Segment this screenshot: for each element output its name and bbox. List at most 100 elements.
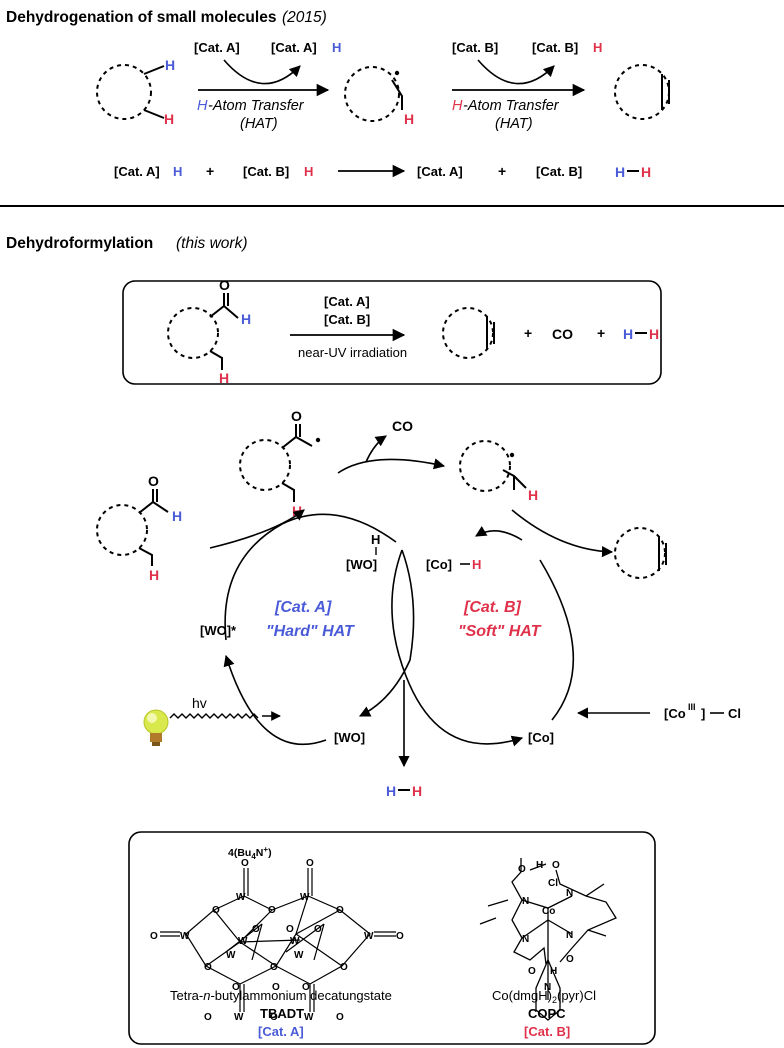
- svg-text:Cl: Cl: [548, 878, 558, 889]
- svg-text:W: W: [300, 892, 310, 903]
- svg-text:W: W: [234, 1012, 244, 1023]
- hat1-prefix: H: [197, 98, 208, 114]
- svg-text:O: O: [232, 982, 240, 993]
- box-h-red: H: [219, 370, 229, 386]
- eq-cat-a: [Cat. A]: [417, 164, 463, 179]
- counterion: 4(Bu4N+): [228, 845, 272, 861]
- cobaloxime-structure: [479, 858, 617, 1021]
- wo-top: [WO]: [346, 557, 377, 572]
- svg-text:W: W: [294, 950, 304, 961]
- box-cat-b: [Cat. B]: [324, 312, 370, 327]
- svg-text:N: N: [566, 888, 573, 899]
- left-cycle-right-arc: [358, 549, 415, 717]
- section2-title: Dehydroformylation: [6, 235, 153, 252]
- cycle-h2-h2: H: [412, 783, 422, 799]
- curved-arrow-2: [477, 59, 555, 85]
- cat-b-cycle-label: [Cat. B]: [463, 599, 522, 616]
- svg-text:O: O: [306, 858, 314, 869]
- svg-text:O: O: [528, 966, 536, 977]
- svg-text:O: O: [270, 1012, 278, 1023]
- svg-text:O: O: [566, 954, 574, 965]
- svg-text:O: O: [302, 982, 310, 993]
- alkyl-h-red: H: [528, 487, 538, 503]
- cat-ah-label-1: [Cat. A]: [271, 40, 317, 55]
- svg-text:N: N: [544, 982, 551, 993]
- co-iii-label: [Co: [664, 706, 686, 721]
- alkene-ring-box: [442, 307, 495, 359]
- cycle-co: CO: [392, 418, 413, 434]
- hat1-text: -Atom Transfer: [208, 98, 305, 114]
- tbadt-abbr: TBADT: [260, 1006, 304, 1021]
- eq-plus-1: +: [206, 163, 214, 179]
- substrate-ring-1: [96, 64, 165, 120]
- box-plus-2: +: [597, 325, 605, 341]
- eq-plus-2: +: [498, 163, 506, 179]
- radical-ring-1: [344, 66, 403, 122]
- svg-text:N: N: [566, 930, 573, 941]
- svg-text:O: O: [272, 982, 280, 993]
- cat-a-cycle-label: [Cat. A]: [274, 599, 332, 616]
- section1-title: Dehydrogenation of small molecules: [6, 9, 276, 26]
- svg-text:W: W: [290, 936, 300, 947]
- wo-h-atom: H: [371, 532, 380, 547]
- curved-arrow-1: [223, 59, 301, 85]
- wo-bottom: [WO]: [334, 730, 365, 745]
- substrate-in-arrow: [209, 509, 305, 549]
- cat-a-label-1: [Cat. A]: [194, 40, 240, 55]
- svg-text:W: W: [364, 931, 374, 942]
- svg-text:O: O: [552, 860, 560, 871]
- svg-text:Co: Co: [542, 906, 555, 917]
- copc-name: Co(dmgH)2(pyr)Cl: [492, 988, 596, 1005]
- svg-text:O: O: [396, 931, 404, 942]
- h-blue-1: H: [165, 57, 175, 73]
- hat2-prefix: H: [452, 98, 463, 114]
- tbadt-name: Tetra-n-butylammonium decatungstate: [170, 988, 392, 1003]
- left-cycle-bottom-arc: [223, 654, 327, 746]
- eq-cat-ah: [Cat. A]: [114, 164, 160, 179]
- svg-text:W: W: [238, 936, 248, 947]
- svg-text:O: O: [270, 962, 278, 973]
- cat-b-cycle-desc: "Soft" HAT: [458, 623, 542, 640]
- alkene-ring-1: [614, 64, 670, 120]
- box-h2-h2: H: [649, 326, 659, 342]
- aldehyde-substrate: [96, 489, 169, 566]
- box-plus-1: +: [524, 325, 532, 341]
- eq-h2-h1: H: [615, 164, 625, 180]
- section1-year: (2015): [282, 9, 327, 26]
- h-red-2: H: [404, 111, 414, 127]
- eq-cat-ah-h: H: [173, 164, 182, 179]
- cycle-h2-h1: H: [386, 783, 396, 799]
- alkyl-radical: [459, 440, 527, 492]
- svg-text:O: O: [241, 858, 249, 869]
- co-h-label: [Co]: [426, 557, 452, 572]
- co-release-arrow: [365, 435, 387, 463]
- svg-text:O: O: [204, 962, 212, 973]
- hv-wavy-arrow: [169, 713, 259, 719]
- alkene-out-arrow: [511, 509, 614, 558]
- svg-text:N: N: [522, 896, 529, 907]
- svg-text:W: W: [236, 892, 246, 903]
- svg-text:H: H: [536, 860, 543, 871]
- svg-text:W: W: [180, 931, 190, 942]
- box-condition: near-UV irradiation: [298, 345, 407, 360]
- catalyst-box: [128, 831, 656, 1045]
- co-iii-sup: III: [688, 702, 696, 712]
- co-label: [Co]: [528, 730, 554, 745]
- cat-a-cycle-desc: "Hard" HAT: [266, 623, 355, 640]
- tbadt-cat: [Cat. A]: [258, 1024, 304, 1039]
- right-cycle-top-arc: [475, 526, 523, 541]
- eq-cat-bh: [Cat. B]: [243, 164, 289, 179]
- cycle-oxygen-1: O: [291, 408, 302, 424]
- co-h-h: H: [472, 557, 481, 572]
- decarbonylation-arrow: [337, 458, 446, 474]
- eq-cat-b: [Cat. B]: [536, 164, 582, 179]
- svg-text:O: O: [212, 905, 220, 916]
- svg-text:O: O: [336, 905, 344, 916]
- right-cycle-left-arc: [391, 549, 524, 747]
- summary-box: [122, 280, 662, 385]
- decatungstate-structure: [160, 868, 396, 1012]
- acyl-radical: [239, 424, 321, 502]
- copc-abbr: COPC: [528, 1006, 566, 1021]
